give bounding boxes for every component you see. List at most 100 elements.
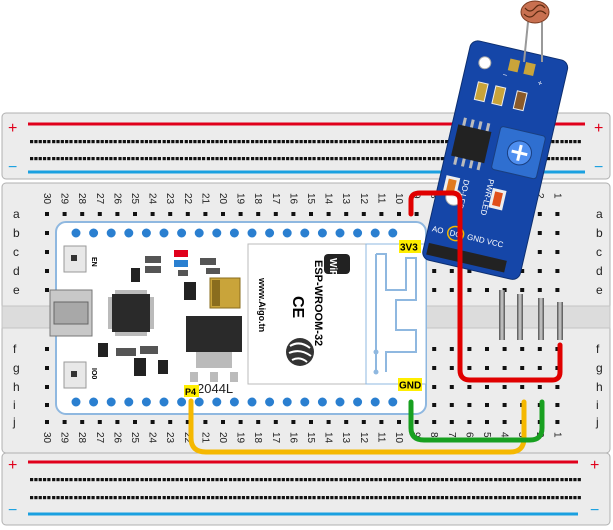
terminal-hole (115, 420, 120, 424)
rail-hole (127, 140, 131, 144)
rail-hole (449, 478, 454, 482)
rail-hole (414, 478, 418, 482)
do-pin-highlight (446, 225, 465, 242)
rail-hole (215, 140, 219, 144)
column-number: 22 (182, 432, 193, 444)
comparator-chip (451, 117, 492, 171)
rail-hole (241, 478, 246, 482)
rail-hole (211, 478, 215, 482)
terminal-hole (150, 212, 155, 216)
terminal-hole (80, 420, 85, 424)
rail-hole (281, 140, 285, 144)
esp-wroom-32-module: WiFi ESP-WROOM-32 CE www.Aigo.tn (247, 243, 367, 385)
rail-hole (268, 478, 272, 482)
rail-hole (295, 140, 299, 144)
pin-3v3-badge (399, 240, 421, 253)
io0-button[interactable] (63, 361, 87, 389)
rail-hole (440, 140, 444, 144)
column-number: 25 (129, 432, 140, 444)
terminal-hole (502, 403, 507, 407)
rail-hole (153, 496, 157, 500)
terminal-hole (449, 366, 454, 370)
rail-hole (144, 140, 149, 144)
rail-hole (166, 478, 171, 482)
terminal-hole (185, 420, 190, 424)
rail-hole (30, 496, 34, 500)
terminal-hole (309, 212, 313, 216)
rail-hole (387, 157, 392, 161)
svg-text:+: + (537, 78, 544, 88)
column-number: 26 (111, 432, 122, 444)
rail-hole (410, 496, 414, 500)
io0-button-label: IO0 (90, 368, 97, 379)
column-number: 30 (41, 193, 52, 205)
rail-hole (454, 496, 458, 500)
rail-hole (462, 478, 467, 482)
rail-hole (91, 140, 95, 144)
rail-hole (511, 478, 515, 482)
esp32-pin-headers (70, 227, 399, 408)
rail-hole (157, 496, 161, 500)
rail-hole (118, 478, 122, 482)
rail-hole (263, 478, 268, 482)
rail-hole (56, 496, 60, 500)
rail-hole (149, 478, 153, 482)
rail-hole (104, 157, 109, 161)
rail-hole (467, 496, 471, 500)
terminal-hole (555, 288, 560, 292)
rail-hole (569, 140, 573, 144)
terminal-hole (45, 347, 49, 351)
rail-hole (573, 496, 577, 500)
terminal-hole (467, 403, 472, 407)
esp32-pin (369, 227, 381, 239)
esp32-pin (158, 227, 170, 239)
rail-hole (228, 157, 233, 161)
esp32-pin (193, 396, 205, 408)
terminal-hole (432, 347, 437, 351)
rail-hole (60, 157, 64, 161)
rail-hole (529, 478, 533, 482)
column-number: 16 (287, 193, 298, 205)
terminal-hole (467, 347, 472, 351)
rail-hole (104, 478, 109, 482)
rail-hole (507, 496, 511, 500)
rail-hole (224, 496, 228, 500)
rail-hole (38, 140, 42, 144)
rail-hole (246, 140, 250, 144)
esp32-pin (369, 396, 381, 408)
rail-hole (308, 140, 312, 144)
rail-hole (96, 157, 100, 161)
terminal-hole (537, 231, 542, 235)
terminal-hole (467, 288, 472, 292)
row-letter: b (13, 226, 20, 240)
rail-hole (166, 157, 171, 161)
rail-hole (352, 157, 356, 161)
rail-hole (308, 157, 312, 161)
rail-hole (361, 478, 365, 482)
espressif-logo (286, 338, 314, 366)
column-number: 2 (534, 193, 545, 199)
column-number: 19 (235, 432, 246, 444)
potentiometer[interactable] (491, 126, 546, 180)
column-number: 5 (481, 432, 492, 438)
rail-hole (352, 496, 356, 500)
rail-hole (551, 496, 555, 500)
rail-hole (224, 140, 228, 144)
rail-hole (370, 478, 374, 482)
en-button[interactable] (63, 245, 87, 273)
rail-hole (268, 157, 272, 161)
column-number: 15 (305, 193, 316, 205)
rail-hole (361, 140, 365, 144)
esp32-pin (193, 227, 205, 239)
smd-components (98, 250, 220, 376)
row-letter: a (13, 207, 20, 221)
rail-hole (410, 157, 414, 161)
rail-hole (162, 157, 166, 161)
row-letter: g (13, 361, 20, 375)
rail-hole (410, 478, 414, 482)
rail-hole (498, 478, 502, 482)
column-number: 14 (323, 432, 334, 444)
terminal-hole (449, 420, 454, 424)
